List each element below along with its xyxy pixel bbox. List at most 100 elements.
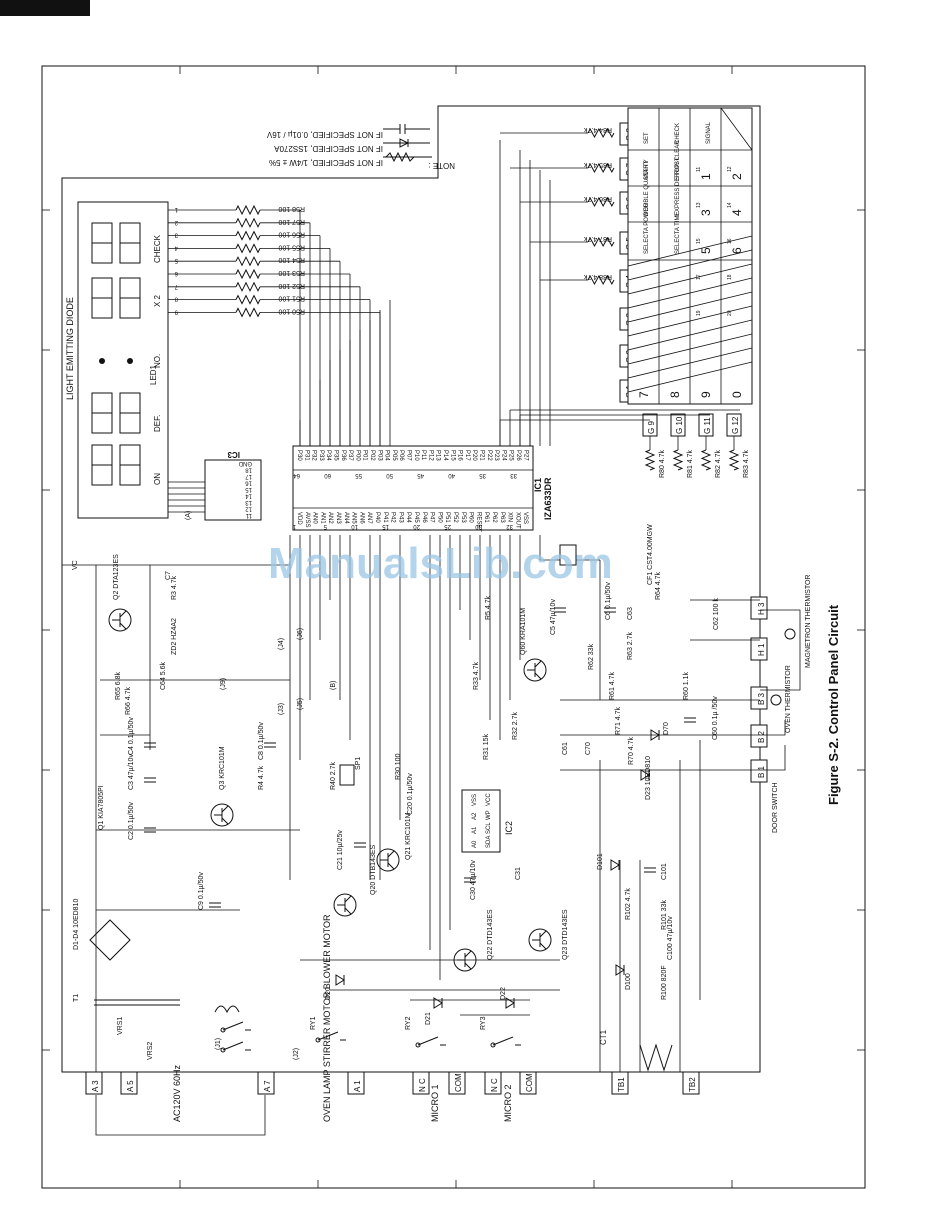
relay-pin — [220, 1047, 226, 1053]
ic1-top-pin: P01 — [362, 450, 368, 461]
capacitor-symbol — [144, 827, 156, 833]
notes-title: NOTE : — [428, 161, 455, 170]
ic1-pin-number: 60 — [324, 472, 331, 478]
component-label-r63: R63 2.7k — [627, 631, 634, 660]
watermark: ManualsLib.com — [268, 539, 613, 588]
ic1-top-pin: P30 — [296, 450, 302, 461]
bottom-connector-box — [347, 1071, 365, 1095]
component-label-c7: C7 — [165, 571, 172, 580]
grid-resistor-label: R84 4.7k — [583, 126, 612, 133]
note-line-3: IF NOT SPECIFIED, 0.01µ / 16V — [266, 130, 383, 139]
bridge-rectifier — [89, 919, 131, 961]
keypad-key: 1 — [699, 173, 713, 180]
resistor-symbol — [235, 268, 261, 280]
component-label-c61: C61 — [562, 742, 569, 755]
keypad-key: START — [644, 161, 650, 180]
ic1-bottom-pin: AN5 — [351, 512, 357, 524]
transistor-symbol — [453, 948, 477, 972]
component-label-d1d4: D1-D4 10ED810 — [73, 899, 80, 950]
led-digit-label: ON — [153, 473, 162, 485]
keypad-hatch — [720, 107, 753, 151]
bottom-connector-box — [448, 1071, 466, 1095]
relay-pin — [220, 1027, 226, 1033]
keypad-key: 2 — [730, 173, 744, 180]
component-label-c31: C31 — [515, 867, 522, 880]
led-digit-segments — [91, 277, 113, 319]
bottom-connector-label: A 7 — [263, 1080, 272, 1092]
ic1-pin-number: 25 — [444, 523, 451, 529]
transistor-symbol — [108, 608, 132, 632]
ic1-pin-number: 35 — [479, 472, 486, 478]
keypad-key-number: 20 — [727, 310, 733, 316]
g-bottom-resistor: R80 4.7k — [659, 449, 666, 478]
micro2-label: MICRO 2 — [503, 1084, 513, 1122]
figure-caption: Figure S-2. Control Panel Circuit — [826, 604, 841, 805]
led-digit-label: CHECK — [153, 234, 162, 263]
component-label-c21: C21 10µ/25v — [337, 830, 344, 870]
segment-resistor-label: R57 100 — [278, 218, 305, 225]
component-label-ry1: RY1 — [310, 1016, 317, 1030]
ic1-pin-number: 50 — [386, 472, 393, 478]
ic2-pin-label: SDA — [486, 836, 492, 848]
component-label-vrs2: VRS2 — [147, 1042, 154, 1060]
resistor-symbol — [587, 196, 615, 208]
keypad-key: STOP/ CLEAR — [675, 140, 681, 180]
led-title: LIGHT EMITTING DIODE — [65, 297, 75, 400]
led-digit-segments — [119, 277, 141, 319]
g-bottom-resistor: R81 4.7k — [687, 449, 694, 478]
component-label-t1: T1 — [73, 994, 80, 1002]
component-label-b_ref: (B) — [330, 681, 337, 690]
resistor-symbol — [700, 449, 712, 471]
keypad-key: 6 — [730, 247, 744, 254]
component-label-ry3: RY3 — [480, 1016, 487, 1030]
ic1-bottom-pin: P62 — [491, 512, 497, 523]
ic1-bottom-pin: AN6 — [358, 512, 364, 524]
component-label-c70: C70 — [585, 742, 592, 755]
transistor-leads — [527, 660, 542, 680]
resistor-symbol — [235, 294, 261, 305]
component-label-ry2: RY2 — [405, 1016, 412, 1030]
bottom-connector-box — [120, 1071, 138, 1095]
component-label-r64: R64 4.7k — [655, 571, 662, 600]
component-label-j5: (J5) — [297, 698, 304, 710]
led-digit-segments — [91, 392, 113, 434]
keypad-key-number: 16 — [727, 238, 733, 244]
component-label-r71: R71 4.7k — [615, 706, 622, 735]
ic3-pin-label: GND — [238, 460, 252, 466]
relay-contact — [222, 1021, 251, 1031]
ic2-pin-label: SCL — [486, 822, 492, 834]
component-label-j6: (J6) — [297, 628, 304, 640]
transistor-symbol — [528, 928, 552, 952]
transistor-symbol — [523, 658, 547, 682]
capacitor-symbol — [264, 742, 276, 748]
bottom-connector-label: COM — [525, 1073, 534, 1092]
component-label-r4: R4 4.7k — [258, 765, 265, 790]
resistor-symbol — [235, 307, 261, 318]
grid-resistor-label: R86 4.7k — [583, 195, 612, 202]
g-bottom-resistor: R83 4.7k — [743, 449, 750, 478]
capacitor-symbol — [209, 902, 221, 908]
ic3-pin-label: 13 — [245, 499, 252, 505]
keypad-key-number: 15 — [696, 238, 702, 244]
component-label-a_ref: (A) — [185, 511, 192, 520]
right-connectors: B 1B 2B 3H 1H 3 — [750, 596, 768, 783]
bottom-connector-box — [519, 1071, 537, 1095]
component-label-r31: R31 15k — [483, 733, 490, 760]
component-label-c3: C3 47µ/10v — [128, 754, 135, 790]
ic1-top-pin: P35 — [333, 450, 339, 461]
bottom-connector-box — [412, 1071, 430, 1095]
component-label-vrs1: VRS1 — [117, 1017, 124, 1035]
ic1-top-pin: P03 — [376, 450, 382, 461]
ic1-top-pin: P07 — [406, 450, 412, 461]
led-digit-label: X 2 — [153, 294, 162, 307]
resistor-symbol — [587, 127, 615, 139]
keypad-hatch — [627, 263, 753, 295]
keypad-key-number: 17 — [696, 274, 702, 280]
ic3-pin-label: 17 — [245, 473, 252, 479]
component-label-q22: Q22 DTD143ES — [487, 909, 494, 960]
